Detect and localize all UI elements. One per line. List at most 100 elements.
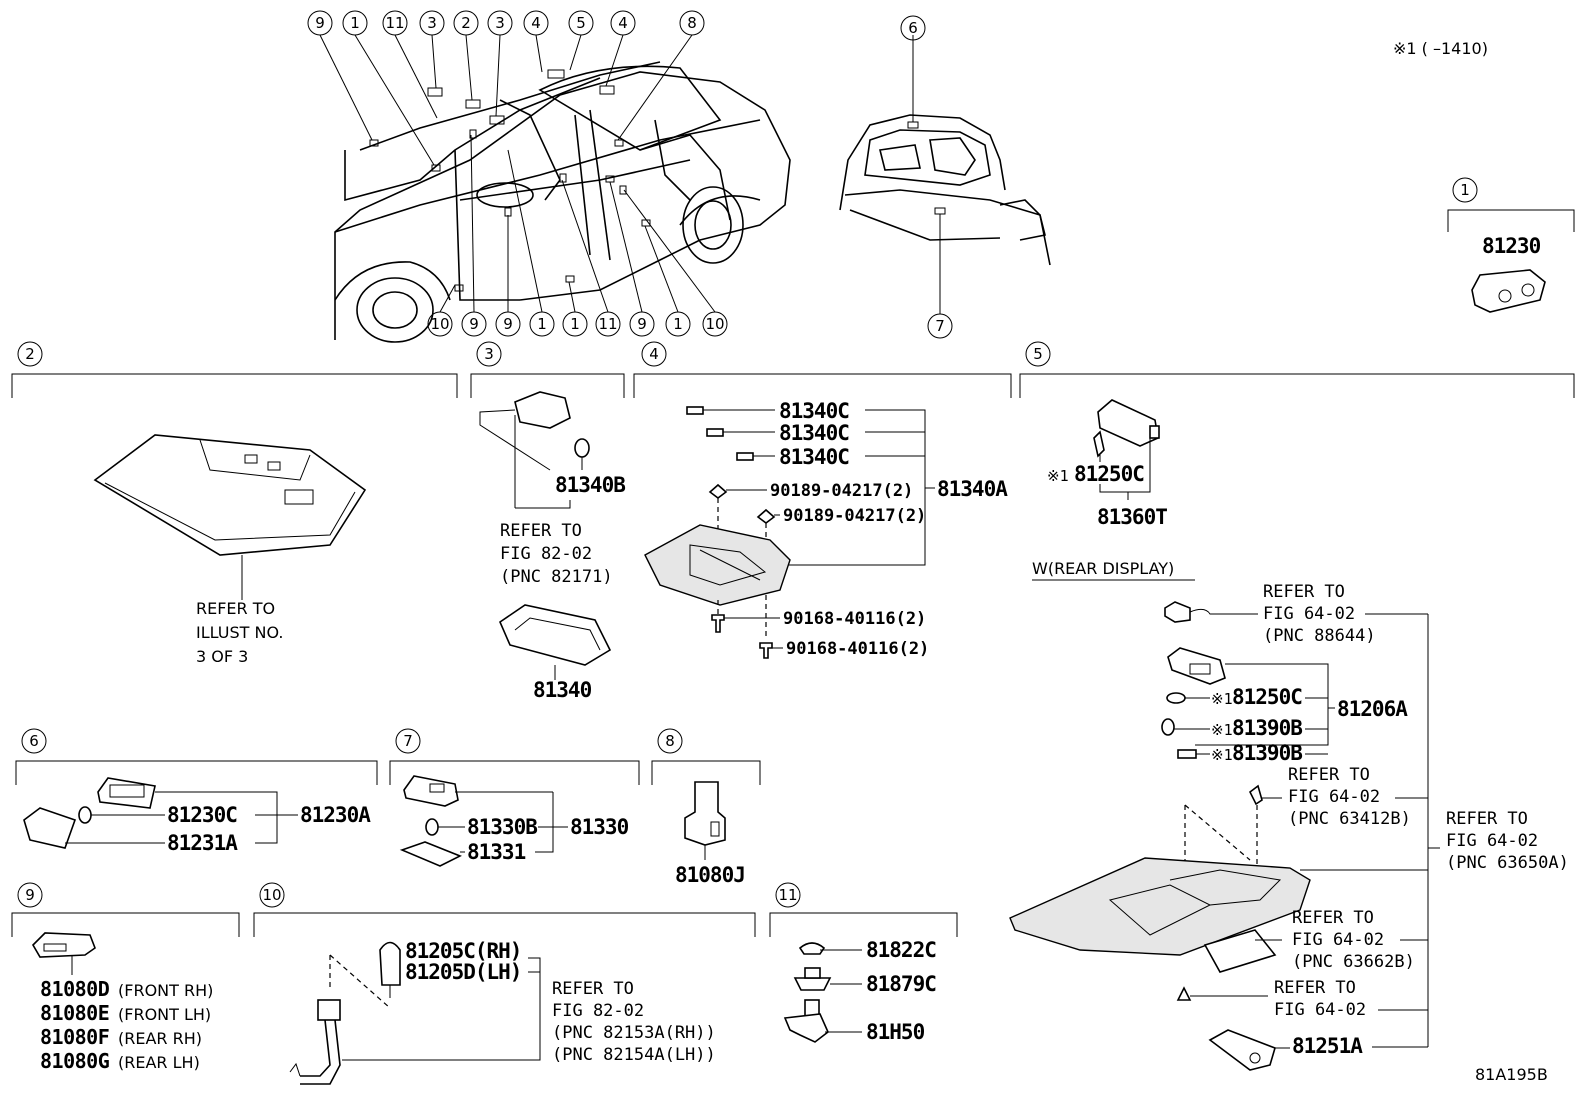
rd-b3-mark: ※1	[1211, 746, 1233, 764]
part-90189-2[interactable]: 90189-04217(2)	[783, 506, 926, 526]
svg-text:6: 6	[908, 19, 918, 37]
rd-ref5-1: REFER TO	[1274, 978, 1356, 998]
section-7: 7 81330B 81331 81330	[389, 728, 640, 867]
svg-text:7: 7	[935, 317, 945, 335]
section-11: 11 81822C 81879C 81H50	[769, 882, 958, 1044]
part-81080D[interactable]: 81080D	[40, 977, 110, 1001]
svg-text:11: 11	[385, 14, 404, 32]
svg-text:7: 7	[403, 732, 413, 750]
s2-refer-2: ILLUST NO.	[196, 623, 283, 642]
part-81390B-1[interactable]: 81390B	[1232, 716, 1303, 740]
part-81822C[interactable]: 81822C	[866, 938, 937, 962]
s2-refer-3: 3 OF 3	[196, 647, 248, 666]
part-81230A[interactable]: 81230A	[300, 803, 372, 827]
rd-ref5-2: FIG 64-02	[1274, 1000, 1366, 1020]
part-90168-1[interactable]: 90168-40116(2)	[783, 609, 926, 629]
svg-text:9: 9	[469, 315, 479, 333]
part-81H50[interactable]: 81H50	[866, 1020, 926, 1044]
rd-ref2-2: FIG 64-02	[1288, 787, 1380, 807]
part-81080F-note: (REAR RH)	[118, 1029, 202, 1048]
svg-text:1: 1	[673, 315, 683, 333]
svg-text:2: 2	[461, 14, 471, 32]
s10-refer-3: (PNC 82153A(RH))	[552, 1023, 716, 1043]
rd-b1-mark: ※1	[1211, 690, 1233, 708]
rd-ref3-1: REFER TO	[1446, 809, 1528, 829]
rd-ref3-2: FIG 64-02	[1446, 831, 1538, 851]
rd-ref2-1: REFER TO	[1288, 765, 1370, 785]
svg-text:5: 5	[1033, 345, 1043, 363]
svg-text:1: 1	[350, 14, 360, 32]
section-1: 1 81230	[1447, 177, 1575, 313]
part-90168-2[interactable]: 90168-40116(2)	[786, 639, 929, 659]
s5-bulb-mark: ※1	[1047, 467, 1069, 485]
part-81250C-rd[interactable]: 81250C	[1232, 685, 1303, 709]
svg-text:3: 3	[427, 14, 437, 32]
section-10: 10 81205C(RH) 81205D(LH) REFER TO FIG 82…	[253, 882, 756, 1085]
svg-text:10: 10	[430, 315, 449, 333]
part-81340C-3[interactable]: 81340C	[779, 445, 850, 469]
part-81230C[interactable]: 81230C	[167, 803, 238, 827]
rd-ref3-3: (PNC 63650A)	[1446, 853, 1569, 873]
part-81080E[interactable]: 81080E	[40, 1001, 110, 1025]
svg-text:3: 3	[484, 345, 494, 363]
svg-text:1: 1	[570, 315, 580, 333]
part-81360T[interactable]: 81360T	[1097, 505, 1168, 529]
part-81205C-RH[interactable]: 81205C(RH)	[405, 939, 522, 963]
svg-text:4: 4	[531, 14, 541, 32]
s3-refer-1: REFER TO	[500, 521, 582, 541]
section-2: 2 REFER TO ILLUST NO. 3 OF 3	[11, 341, 458, 666]
section-3: 3 81340B REFER TO FIG 82-02 (PNC 82171) …	[470, 341, 626, 702]
rd-ref1-1: REFER TO	[1263, 582, 1345, 602]
part-81330B[interactable]: 81330B	[467, 815, 538, 839]
s10-refer-1: REFER TO	[552, 979, 634, 999]
svg-text:9: 9	[315, 14, 325, 32]
part-81205D-LH[interactable]: 81205D(LH)	[405, 960, 522, 984]
part-81206A[interactable]: 81206A	[1337, 697, 1409, 721]
part-90189-1[interactable]: 90189-04217(2)	[770, 481, 913, 501]
svg-text:10: 10	[262, 886, 281, 904]
rd-ref2-3: (PNC 63412B)	[1288, 809, 1411, 829]
part-81080G[interactable]: 81080G	[40, 1049, 110, 1073]
svg-text:1: 1	[1460, 181, 1470, 199]
svg-text:11: 11	[778, 886, 797, 904]
section-4: 4 81340C 81340C 81340C 81340A 90189-0421…	[633, 341, 1012, 659]
part-81231A[interactable]: 81231A	[167, 831, 239, 855]
svg-text:2: 2	[25, 345, 35, 363]
svg-text:4: 4	[618, 14, 628, 32]
svg-text:1: 1	[537, 315, 547, 333]
part-81250C-s5[interactable]: 81250C	[1074, 462, 1145, 486]
part-81230[interactable]: 81230	[1482, 234, 1542, 258]
svg-text:6: 6	[29, 732, 39, 750]
s10-refer-4: (PNC 82154A(LH))	[552, 1045, 716, 1065]
section-8: 8 81080J	[651, 728, 761, 887]
part-81340C-2[interactable]: 81340C	[779, 421, 850, 445]
part-81340A[interactable]: 81340A	[937, 477, 1009, 501]
s10-refer-2: FIG 82-02	[552, 1001, 644, 1021]
part-81340C-1[interactable]: 81340C	[779, 399, 850, 423]
part-81080E-note: (FRONT LH)	[118, 1005, 211, 1024]
part-81080J[interactable]: 81080J	[675, 863, 746, 887]
part-81390B-2[interactable]: 81390B	[1232, 741, 1303, 765]
svg-text:10: 10	[705, 315, 724, 333]
part-81080F[interactable]: 81080F	[40, 1025, 110, 1049]
s3-refer-3: (PNC 82171)	[500, 567, 613, 587]
part-81340B[interactable]: 81340B	[555, 473, 626, 497]
svg-text:5: 5	[576, 14, 586, 32]
part-81330[interactable]: 81330	[570, 815, 630, 839]
svg-text:8: 8	[687, 14, 697, 32]
rd-ref1-2: FIG 64-02	[1263, 604, 1355, 624]
part-81879C[interactable]: 81879C	[866, 972, 937, 996]
rd-ref4-1: REFER TO	[1292, 908, 1374, 928]
rear-display-section: W(REAR DISPLAY) REFER TO FIG 64-02 (PNC …	[1009, 559, 1569, 1071]
svg-text:4: 4	[649, 345, 659, 363]
svg-text:11: 11	[598, 315, 617, 333]
s3-refer-2: FIG 82-02	[500, 544, 592, 564]
header-note: ※1 ( –1410)	[1393, 39, 1488, 58]
part-81331[interactable]: 81331	[467, 840, 527, 864]
part-81340[interactable]: 81340	[533, 678, 593, 702]
trunk-illustration: 6 7	[839, 15, 1051, 339]
section-6: 6 81230C 81231A 81230A	[15, 728, 378, 855]
s2-refer-1: REFER TO	[196, 599, 275, 618]
part-81251A[interactable]: 81251A	[1292, 1034, 1364, 1058]
svg-text:9: 9	[503, 315, 513, 333]
